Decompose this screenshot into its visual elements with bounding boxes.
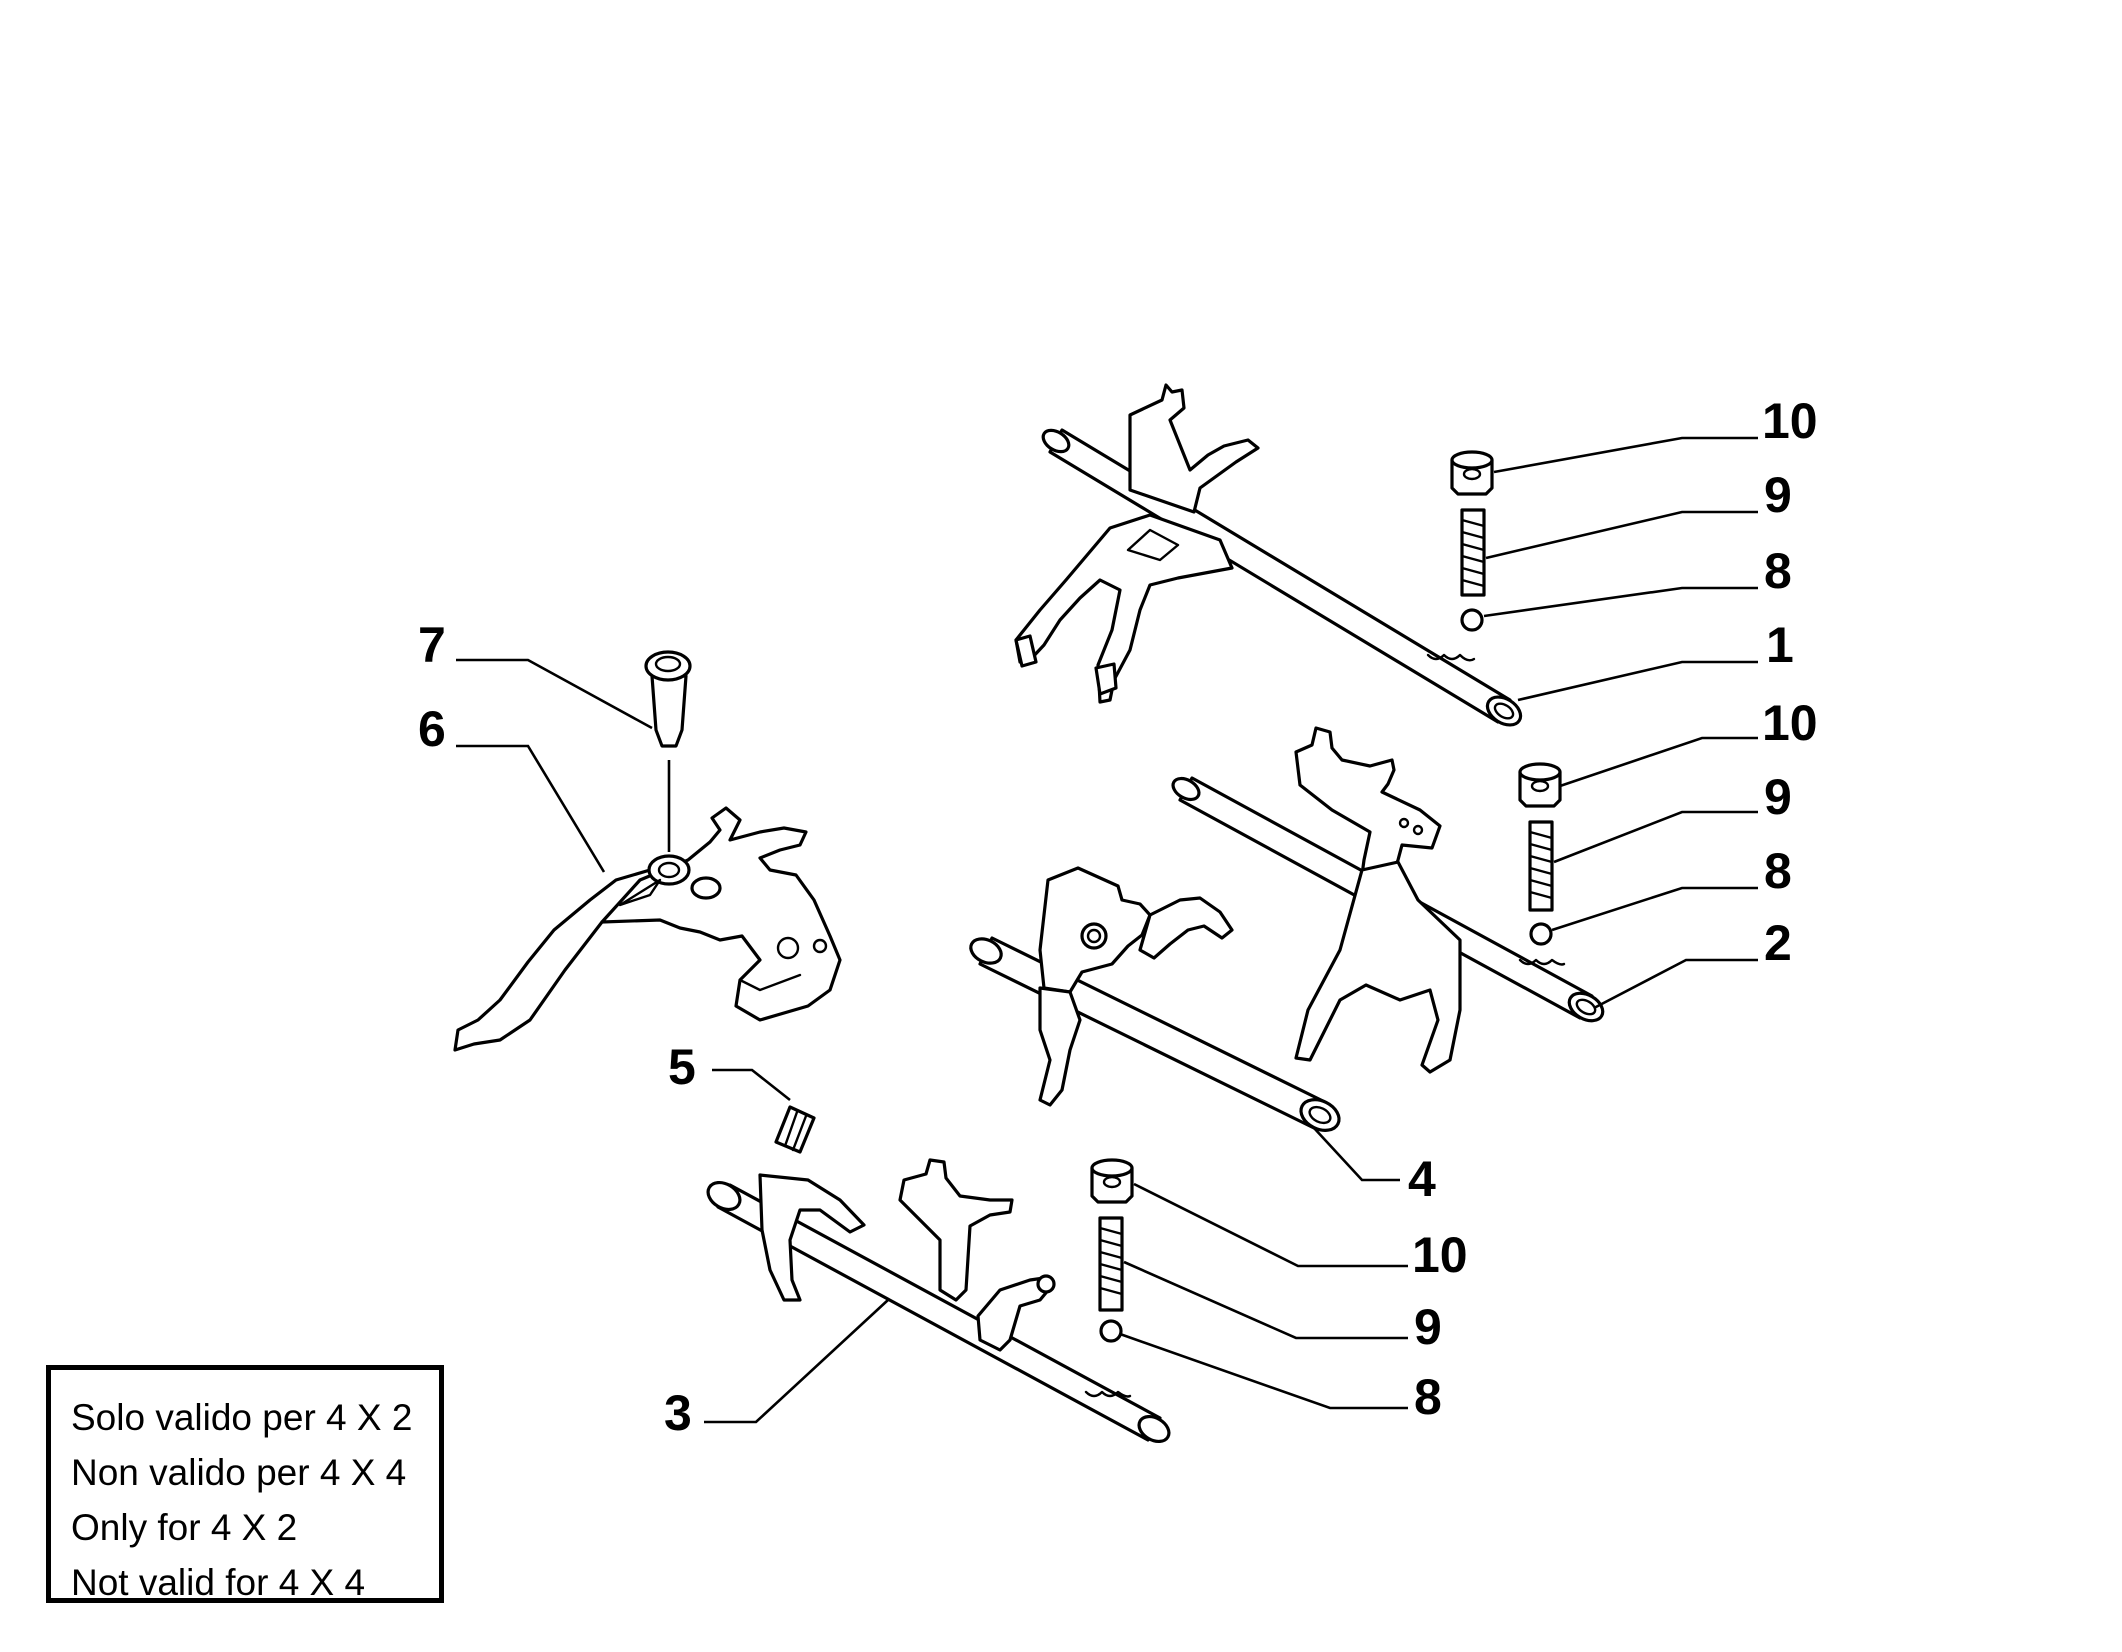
callout-2: 2: [1764, 915, 1792, 971]
part-3-selector-rod-with-fork: [706, 1158, 1171, 1444]
callout-6: 6: [418, 701, 446, 757]
note-line-english-valid: Only for 4 X 2: [71, 1507, 298, 1548]
callout-10-lower: 10: [1412, 1227, 1468, 1283]
note-line-english-not-valid: Not valid for 4 X 4: [71, 1562, 366, 1603]
note-line-italian-not-valid: Non valido per 4 X 4: [71, 1452, 407, 1493]
callout-8-lower: 8: [1414, 1369, 1442, 1425]
callout-7: 7: [418, 617, 446, 673]
part-2-selector-rod-with-fork: [1171, 726, 1605, 1074]
detent-set-upper: [1450, 450, 1494, 632]
callout-8-upper: 8: [1764, 543, 1792, 599]
leader-lines: [456, 436, 1758, 1424]
detent-set-lower: [1090, 1158, 1134, 1343]
callout-9-middle: 9: [1764, 769, 1792, 825]
part-5-roll-pin: [774, 1105, 816, 1154]
callout-4: 4: [1408, 1151, 1436, 1207]
callout-5: 5: [668, 1039, 696, 1095]
callout-8-middle: 8: [1764, 843, 1792, 899]
part-7-pin: [644, 650, 692, 852]
callout-10-middle: 10: [1762, 695, 1818, 751]
callout-labels: 10 9 8 1 10 9 8 2 4 10 9 8 3 5 6 7: [418, 393, 1818, 1441]
callout-9-lower: 9: [1414, 1299, 1442, 1355]
note-line-italian-valid: Solo valido per 4 X 2: [71, 1397, 413, 1438]
callout-10-upper: 10: [1762, 393, 1818, 449]
part-6-lever-fork: [453, 806, 842, 1052]
callout-1: 1: [1766, 617, 1794, 673]
callout-9-upper: 9: [1764, 467, 1792, 523]
callout-3: 3: [664, 1385, 692, 1441]
part-1-selector-rod-with-fork: [1014, 383, 1523, 727]
detent-set-middle: [1518, 762, 1562, 946]
applicability-note-box: Solo valido per 4 X 2 Non valido per 4 X…: [46, 1365, 444, 1603]
part-4-selector-rod-with-bracket: [969, 866, 1341, 1132]
